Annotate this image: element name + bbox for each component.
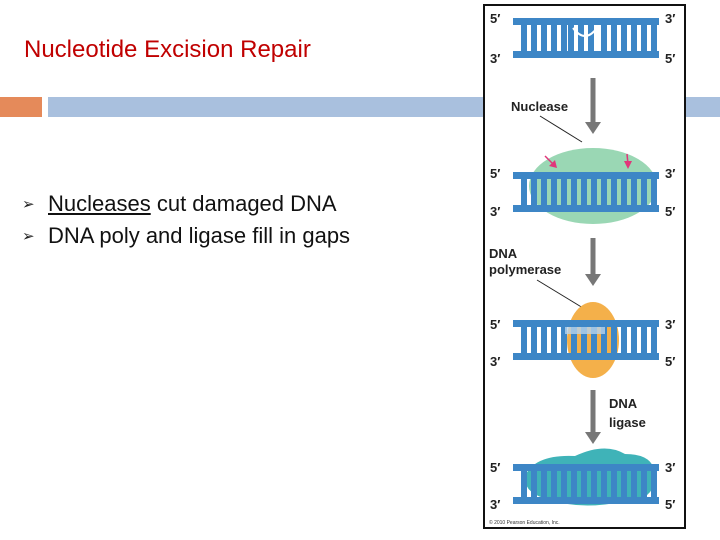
strand-label-3prime: 3′ xyxy=(490,354,500,369)
ligase-label-line1: DNA xyxy=(609,396,638,411)
strand-label-3prime: 3′ xyxy=(665,460,675,475)
strand-label-5prime: 5′ xyxy=(665,51,675,66)
strand-label-3prime: 3′ xyxy=(490,204,500,219)
arrow-bullet-icon: ➢ xyxy=(22,196,35,213)
dna-stage-nuclease: 5′ 3′ 3′ 5′ xyxy=(490,148,675,224)
bullet-list: ➢ Nucleases cut damaged DNA ➢ DNA poly a… xyxy=(22,188,350,252)
dna-stage-damaged: 5′ 3′ 3′ 5′ xyxy=(490,11,675,66)
down-arrow-icon xyxy=(585,432,601,444)
polymerase-label-line1: DNA xyxy=(489,246,518,261)
dna-stage-polymerase: 5′ 3′ 3′ 5′ xyxy=(490,302,675,378)
bullet-item-nucleases: ➢ Nucleases cut damaged DNA xyxy=(22,188,350,220)
strand-label-5prime: 5′ xyxy=(665,354,675,369)
strand-label-3prime: 3′ xyxy=(490,51,500,66)
bullet-item-poly-ligase: ➢ DNA poly and ligase fill in gaps xyxy=(22,220,350,252)
strand-label-3prime: 3′ xyxy=(490,497,500,512)
thymine-dimer-icon xyxy=(572,27,598,37)
nuclease-label: Nuclease xyxy=(511,99,568,114)
slide-title: Nucleotide Excision Repair xyxy=(24,36,311,63)
strand-label-3prime: 3′ xyxy=(665,166,675,181)
strand-label-3prime: 3′ xyxy=(665,317,675,332)
repair-diagram: 5′ 3′ 3′ 5′ Nuclease 5′ xyxy=(489,11,675,526)
accent-bar-orange xyxy=(0,97,42,117)
down-arrow-icon xyxy=(585,274,601,286)
ligase-label-line2: ligase xyxy=(609,415,646,430)
strand-label-5prime: 5′ xyxy=(490,166,500,181)
dna-stage-ligase: 5′ 3′ 3′ 5′ xyxy=(490,448,675,512)
bullet-term: Nucleases xyxy=(48,191,151,216)
polymerase-label-line2: polymerase xyxy=(489,262,561,277)
strand-label-5prime: 5′ xyxy=(490,460,500,475)
arrow-bullet-icon: ➢ xyxy=(22,228,35,245)
down-arrow-icon xyxy=(585,122,601,134)
strand-label-5prime: 5′ xyxy=(490,11,500,26)
strand-label-5prime: 5′ xyxy=(490,317,500,332)
bullet-text: cut damaged DNA xyxy=(150,191,337,216)
strand-label-5prime: 5′ xyxy=(665,204,675,219)
strand-label-3prime: 3′ xyxy=(665,11,675,26)
strand-label-5prime: 5′ xyxy=(665,497,675,512)
copyright-credit: © 2010 Pearson Education, Inc. xyxy=(489,519,560,526)
bullet-text: DNA poly and ligase fill in gaps xyxy=(48,223,351,248)
repair-figure: 5′ 3′ 3′ 5′ Nuclease 5′ xyxy=(483,4,686,529)
